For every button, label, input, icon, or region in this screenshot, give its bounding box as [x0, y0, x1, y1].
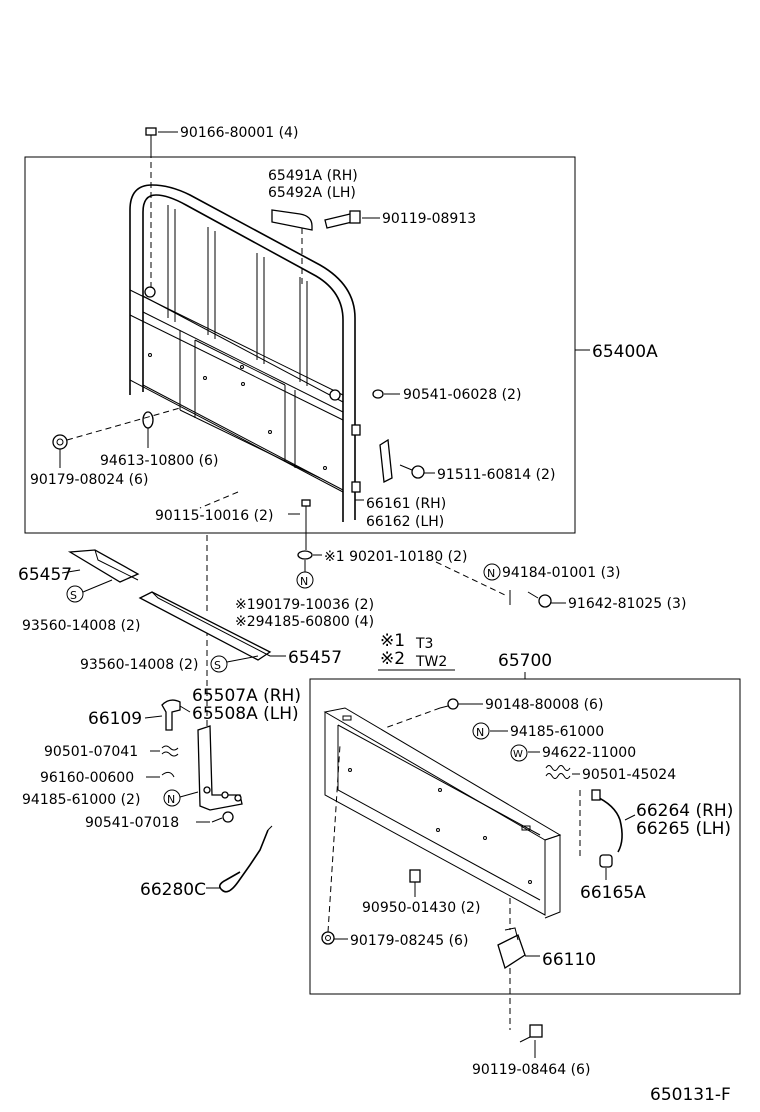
- cable-66264-icon: [591, 789, 623, 853]
- symbol-w-text: W: [513, 749, 523, 760]
- bolt-90119a-icon: [324, 210, 361, 229]
- bolt-91642-icon: [527, 591, 552, 608]
- label-90148: 90148-80008 (6): [485, 697, 603, 713]
- symbol-n-icon-4: N: [163, 789, 181, 807]
- bolt-90148-icon: [439, 698, 459, 710]
- symbol-w-icon: W: [510, 744, 528, 762]
- label-90119a: 90119-08913: [382, 211, 476, 227]
- label-90501b: 90501-45024: [582, 767, 676, 783]
- label-96160: 96160-00600: [40, 770, 134, 786]
- washer-90201-icon: [297, 550, 313, 560]
- label-90541a: 90541-06028 (2): [403, 387, 521, 403]
- label-65457a: 65457: [18, 565, 72, 585]
- label-90119b: 90119-08464 (6): [472, 1062, 590, 1078]
- label-66162: 66162 (LH): [366, 514, 444, 530]
- label-65491: 65491A (RH): [268, 168, 358, 184]
- label-91642: 91642-81025 (3): [568, 596, 686, 612]
- note-1-mark: ※1: [380, 631, 405, 651]
- label-90201: ※1 90201-10180 (2): [324, 549, 468, 565]
- bracket-65507-icon: [197, 725, 243, 811]
- label-94185b: 94185-61000: [510, 724, 604, 740]
- label-65700: 65700: [498, 651, 552, 671]
- label-66264: 66264 (RH): [636, 801, 733, 821]
- tailgate-panel-drawing: [323, 707, 562, 919]
- label-91511: 91511-60814 (2): [437, 467, 555, 483]
- symbol-n-icon-3: N: [472, 722, 490, 740]
- label-90115: 90115-10016 (2): [155, 508, 273, 524]
- washer-94613-icon: [142, 411, 154, 429]
- cap-65491-icon: [271, 209, 313, 231]
- symbol-s-text-2: S: [214, 659, 221, 672]
- spring-90501b-icon: [545, 765, 571, 779]
- symbol-s-text-1: S: [70, 589, 77, 602]
- label-66280: 66280C: [140, 880, 206, 900]
- symbol-n-icon-1: N: [296, 571, 314, 589]
- chain-66280-icon: [218, 825, 273, 893]
- label-66265: 66265 (LH): [636, 819, 731, 839]
- label-66161: 66161 (RH): [366, 496, 446, 512]
- clip-90950-icon: [409, 869, 421, 883]
- upper-frame-box: [24, 156, 576, 534]
- label-65492: 65492A (LH): [268, 185, 356, 201]
- bolt-90166-icon: [145, 127, 157, 290]
- symbol-n-text-1: N: [300, 575, 308, 588]
- symbol-s-icon-2: S: [210, 655, 228, 673]
- label-94613: 94613-10800 (6): [100, 453, 218, 469]
- label-294185: ※294185-60800 (4): [235, 614, 374, 630]
- pin-66109-icon: [161, 699, 181, 731]
- symbol-s-icon-1: S: [66, 585, 84, 603]
- bolt-90541b-icon: [211, 811, 234, 823]
- note-1-value: T3: [415, 636, 433, 652]
- rail-65457a-icon: [67, 549, 140, 583]
- rivet-90115-icon: [301, 499, 311, 518]
- bolt-91511-icon: [399, 464, 425, 479]
- spring-90501a-icon: [161, 745, 179, 757]
- drawing-number: 650131-F: [650, 1085, 731, 1105]
- label-90541b: 90541-07018: [85, 815, 179, 831]
- clip-96160-icon: [161, 771, 175, 778]
- label-90179b: 90179-08245 (6): [350, 933, 468, 949]
- note-2-value: TW2: [415, 654, 447, 670]
- label-90501a: 90501-07041: [44, 744, 138, 760]
- latch-66110-icon: [497, 927, 526, 970]
- bushing-66165-icon: [599, 854, 613, 868]
- symbol-n-text-4: N: [167, 793, 175, 806]
- label-90179a: 90179-08024 (6): [30, 472, 148, 488]
- guard-frame-drawing: [129, 184, 356, 522]
- label-90950: 90950-01430 (2): [362, 900, 480, 916]
- symbol-n-text-2: N: [487, 567, 495, 580]
- label-94184: 94184-01001 (3): [502, 565, 620, 581]
- label-94622: 94622-11000: [542, 745, 636, 761]
- label-93560b: 93560-14008 (2): [80, 657, 198, 673]
- label-190179: ※190179-10036 (2): [235, 597, 374, 613]
- symbol-n-icon-2: N: [483, 563, 501, 581]
- note-2-mark: ※2: [380, 649, 405, 669]
- label-65507: 65507A (RH): [192, 686, 301, 706]
- nut-90179a-icon: [52, 434, 68, 450]
- label-66165: 66165A: [580, 883, 646, 903]
- label-65400: 65400A: [592, 342, 658, 362]
- label-90166: 90166-80001 (4): [180, 125, 298, 141]
- nut-90179b-icon: [321, 931, 335, 945]
- label-94185a: 94185-61000 (2): [22, 792, 140, 808]
- label-93560a: 93560-14008 (2): [22, 618, 140, 634]
- hinge-66161-icon: [351, 424, 393, 493]
- label-66110: 66110: [542, 950, 596, 970]
- label-66109: 66109: [88, 709, 142, 729]
- symbol-n-text-3: N: [476, 726, 484, 739]
- bolt-90119b-icon: [519, 1024, 543, 1043]
- pin-90541a-icon: [372, 389, 384, 399]
- label-65508: 65508A (LH): [192, 704, 299, 724]
- label-65457b: 65457: [288, 648, 342, 668]
- rail-65457b-icon: [138, 591, 272, 661]
